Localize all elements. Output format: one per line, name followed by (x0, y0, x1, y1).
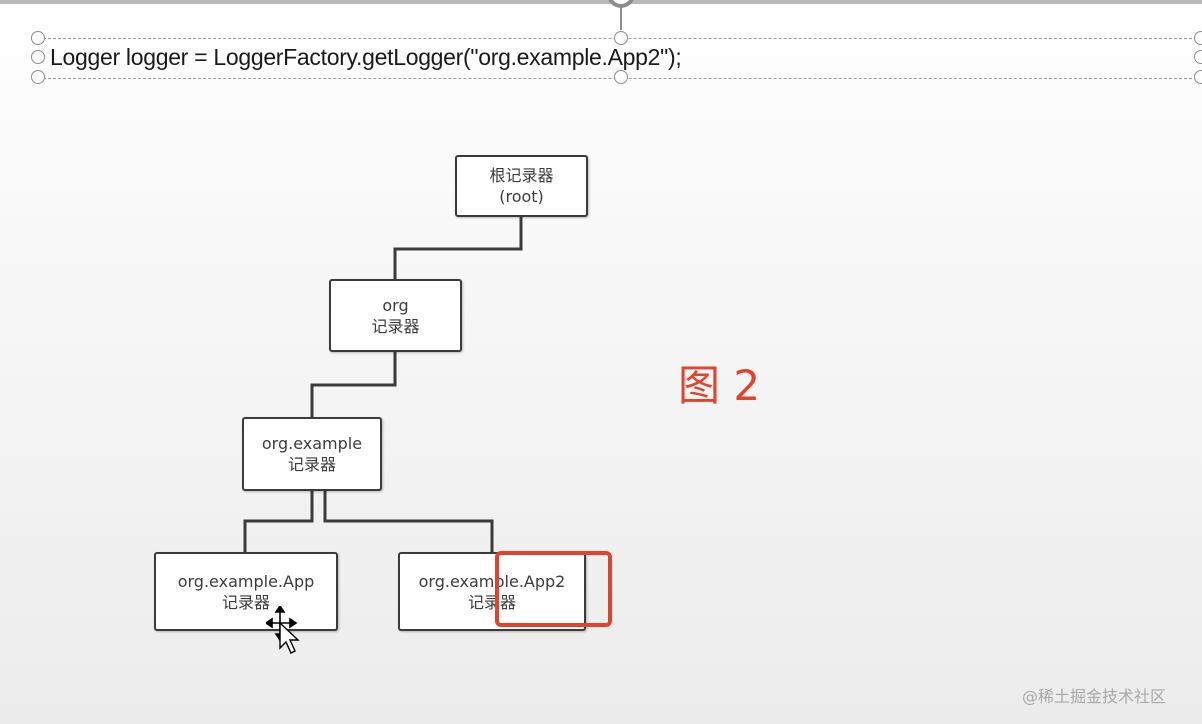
resize-handle-top-left[interactable] (31, 31, 45, 45)
resize-handle-bottom-center[interactable] (614, 70, 628, 84)
watermark: @稀土掘金技术社区 (1022, 687, 1167, 706)
rotation-handle-stem (620, 4, 622, 30)
node-root-logger[interactable]: 根记录器 (root) (455, 155, 588, 217)
connector-root-org (393, 215, 523, 281)
node-label: org.example (261, 434, 363, 453)
figure-label: 图 2 (678, 361, 761, 410)
connector-example-app (243, 489, 314, 554)
node-org-logger[interactable]: org 记录器 (329, 279, 462, 352)
code-line[interactable]: Logger logger = LoggerFactory.getLogger(… (50, 44, 682, 70)
node-app2-logger[interactable]: org.example.App2 记录器 (398, 552, 586, 631)
node-label: org.example.App (177, 571, 315, 591)
connector-example-app2 (323, 489, 494, 554)
move-cursor-icon (266, 606, 300, 654)
resize-handle-bottom-left[interactable] (31, 70, 45, 84)
node-label: org.example.App2 (418, 571, 566, 591)
node-sublabel: 记录器 (221, 592, 270, 612)
node-sublabel: 记录器 (467, 592, 516, 612)
node-label: 根记录器 (489, 166, 554, 185)
resize-handle-middle-right[interactable] (1194, 50, 1202, 64)
node-label: org (382, 295, 409, 315)
connector-org-example (310, 350, 397, 419)
node-app-logger[interactable]: org.example.App 记录器 (154, 552, 338, 631)
node-sublabel: 记录器 (287, 455, 336, 474)
resize-handle-middle-left[interactable] (31, 50, 45, 64)
resize-handle-top-center[interactable] (614, 31, 628, 45)
resize-handle-top-right[interactable] (1194, 31, 1202, 45)
node-sublabel: 记录器 (371, 316, 420, 336)
highlight-box (495, 551, 612, 627)
resize-handle-bottom-right[interactable] (1194, 70, 1202, 84)
node-sublabel: (root) (499, 187, 544, 206)
node-org-example-logger[interactable]: org.example 记录器 (242, 417, 382, 491)
slide-top-border (0, 0, 1202, 4)
